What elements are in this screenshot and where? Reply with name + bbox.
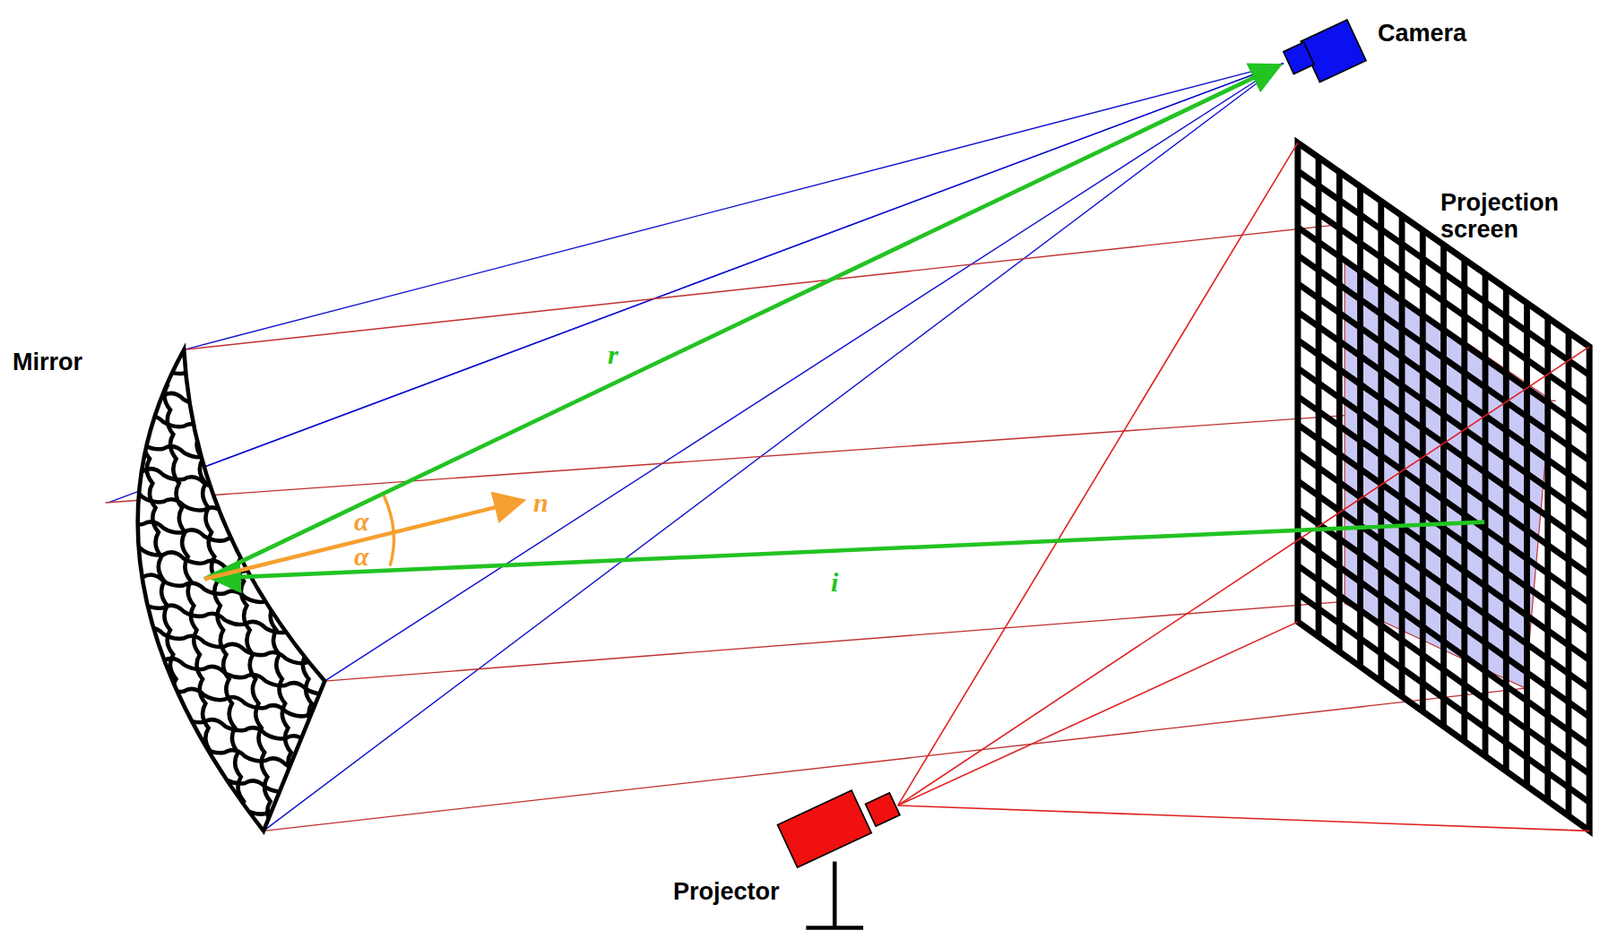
grid-line — [1523, 302, 1531, 787]
mesh-line — [61, 346, 348, 407]
mesh-line — [291, 337, 356, 851]
mesh-line — [61, 558, 348, 619]
vector-label: r — [607, 339, 619, 370]
mesh-line — [61, 534, 348, 592]
mesh-line — [61, 293, 348, 354]
grid-line — [1440, 244, 1447, 727]
component-label: Projection screen — [1440, 190, 1594, 243]
screen-frame — [1297, 142, 1590, 831]
grid-line — [1315, 157, 1323, 638]
camera-rays — [108, 63, 1284, 832]
mesh-line — [78, 337, 144, 851]
component-label: Projector — [673, 879, 780, 907]
mesh-line — [264, 337, 329, 851]
screen-grid — [1297, 142, 1590, 831]
mesh-line — [238, 337, 303, 851]
projector-icon — [777, 790, 900, 928]
mesh-line — [61, 399, 348, 460]
normal-vector — [204, 501, 519, 580]
mesh-line — [61, 322, 348, 381]
component-label: Mirror — [12, 349, 83, 377]
mirror-outline — [138, 349, 326, 831]
component-label: Camera — [1377, 20, 1467, 48]
grid-line — [1544, 317, 1551, 802]
camera-icon — [1283, 19, 1367, 82]
grid-line — [1297, 452, 1590, 660]
angle-label: α — [354, 506, 370, 537]
grid-line — [1565, 332, 1573, 817]
mesh-line — [61, 746, 348, 805]
grid-line — [1297, 481, 1590, 690]
grid-line — [1503, 288, 1510, 772]
mesh-line — [61, 587, 348, 645]
mesh-line — [61, 770, 348, 831]
grid-line — [1461, 259, 1468, 742]
grid-line — [1357, 186, 1364, 667]
grid-line — [1297, 509, 1590, 718]
mesh-line — [61, 375, 348, 433]
grid-line — [1419, 230, 1427, 712]
vector-label: n — [533, 487, 549, 518]
vector-label: i — [830, 567, 839, 597]
grid-line — [1297, 594, 1590, 804]
mesh-line — [61, 799, 348, 857]
grid-line — [1399, 216, 1406, 698]
reflected-ray — [204, 67, 1276, 580]
projector-rays — [898, 142, 1590, 831]
angle-label: α — [354, 541, 370, 571]
grid-line — [1297, 537, 1590, 746]
mesh-line — [61, 428, 348, 486]
grid-line — [1336, 172, 1343, 653]
grid-line — [1297, 565, 1590, 775]
grid-line — [1377, 200, 1384, 682]
grid-line — [1482, 274, 1489, 757]
angle-arc — [383, 495, 394, 567]
